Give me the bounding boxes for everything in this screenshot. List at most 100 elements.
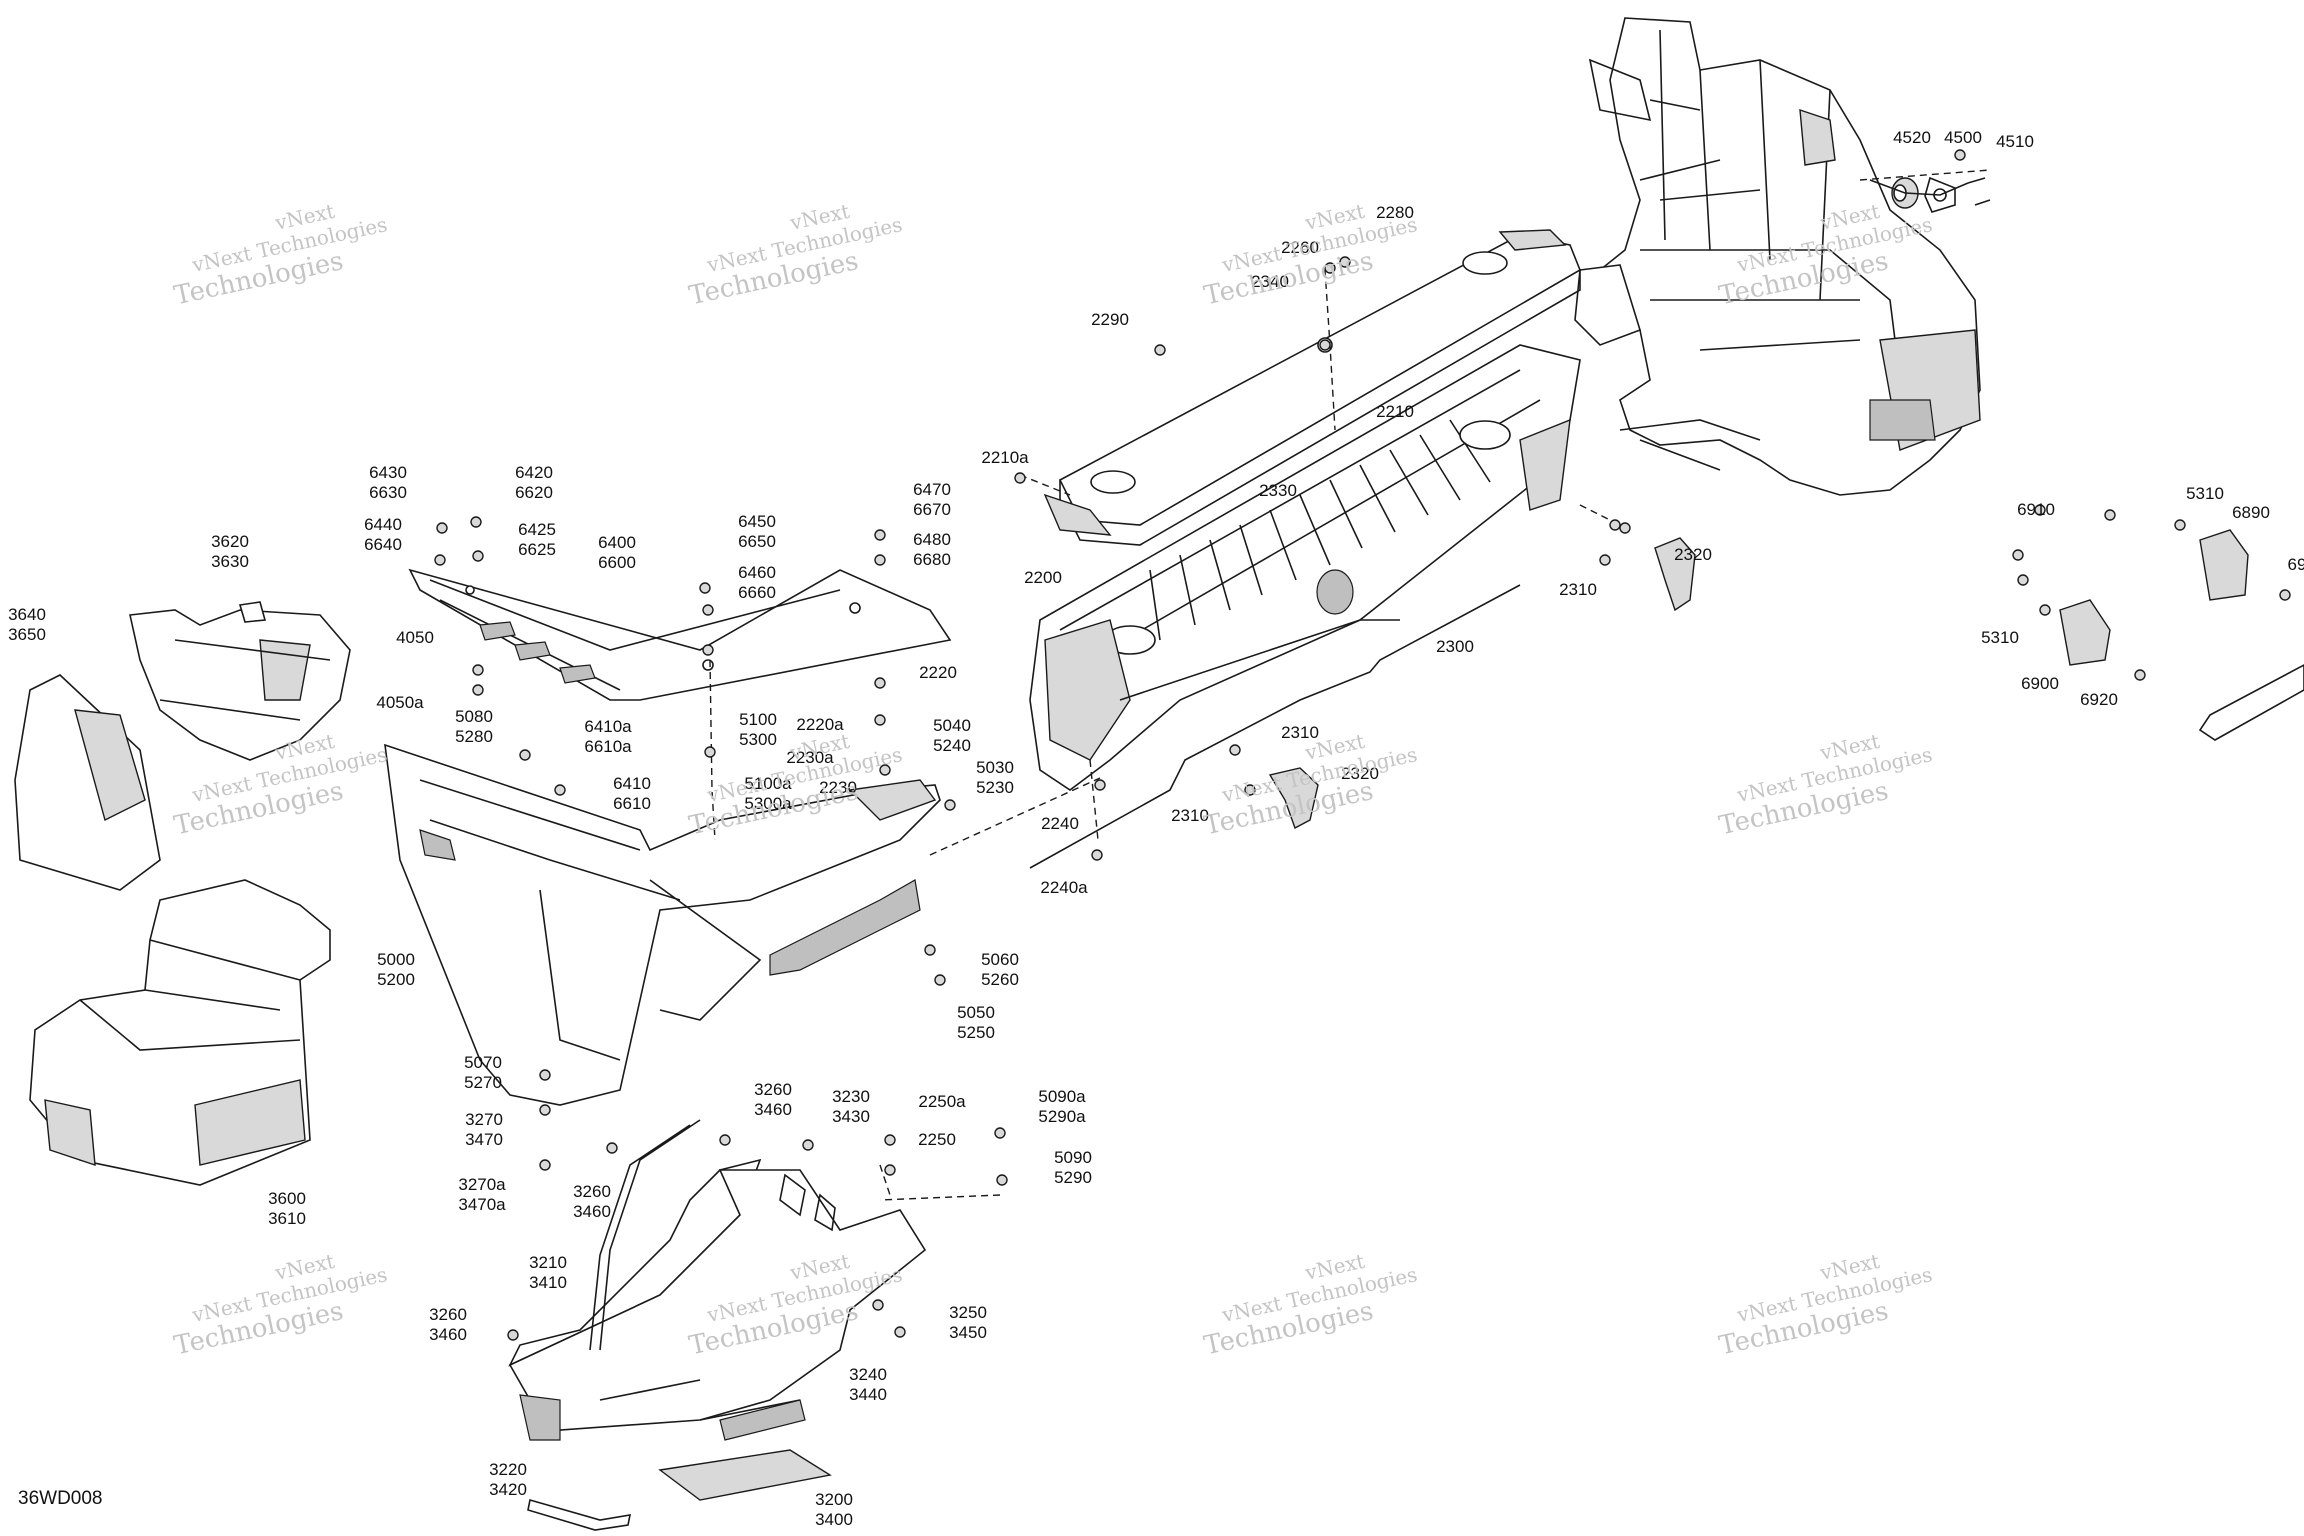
callout-line: 5280 <box>455 727 493 746</box>
fastener <box>1954 149 1966 161</box>
callout-line: 6440 <box>364 515 402 534</box>
callout-line: 3450 <box>949 1323 987 1342</box>
callout-line: 2200 <box>1024 568 1062 587</box>
callout-2200: 2200 <box>1024 568 1062 588</box>
callout-2290: 2290 <box>1091 310 1129 330</box>
callout-line: 3460 <box>754 1100 792 1119</box>
fastener <box>704 746 716 758</box>
fastener <box>2134 669 2146 681</box>
callout-line: 6430 <box>369 463 407 482</box>
callout-line: 3260 <box>429 1305 467 1324</box>
callout-line: 2240 <box>1041 814 1079 833</box>
callout-line: 5040 <box>933 716 971 735</box>
strip-3220 <box>527 1498 632 1531</box>
callout-line: 6890 <box>2232 503 2270 522</box>
callout-2250a: 2250a <box>918 1092 965 1112</box>
callout-line: 5030 <box>976 758 1014 777</box>
top-cover-2280 <box>1043 229 1581 546</box>
callout-line: 5310 <box>2186 484 2224 503</box>
fastener <box>539 1104 551 1116</box>
callout-2300: 2300 <box>1436 637 1474 657</box>
callout-2240a: 2240a <box>1040 878 1087 898</box>
callout-line: 2220a <box>796 715 844 734</box>
callout-line: 2260 <box>1281 238 1319 257</box>
callout-4050: 4050 <box>396 628 434 648</box>
trim-panel-5000 <box>384 743 941 1106</box>
callout-line: 5000 <box>377 950 415 969</box>
callout-line: 5240 <box>933 736 971 755</box>
callout-line: 4520 <box>1893 128 1931 147</box>
fastener <box>2039 604 2051 616</box>
fastener <box>539 1069 551 1081</box>
callout-line: 6660 <box>738 583 776 602</box>
fastener <box>874 677 886 689</box>
callout-line: 3270 <box>465 1110 503 1129</box>
fastener <box>507 1329 519 1341</box>
callout-2340: 2340 <box>1251 272 1289 292</box>
callout-6910: 6910 <box>2017 500 2055 520</box>
fastener <box>879 764 891 776</box>
callout-line: 3220 <box>489 1460 527 1479</box>
callout-4510: 4510 <box>1996 132 2034 152</box>
callout-line: 2220 <box>919 663 957 682</box>
fastener <box>434 554 446 566</box>
fastener <box>802 1139 814 1151</box>
callout-line: 2340 <box>1251 272 1289 291</box>
callout-2320a: 2320 <box>1674 545 1712 565</box>
callout-line: 2250 <box>918 1130 956 1149</box>
fastener <box>994 1127 1006 1139</box>
callout-4050a: 4050a <box>376 693 423 713</box>
rear-frame-assembly <box>1574 17 1981 496</box>
panel-3620 <box>129 601 351 761</box>
callout-line: 3420 <box>489 1480 527 1499</box>
callout-2310c: 2310 <box>1171 806 1209 826</box>
callout-line: 5250 <box>957 1023 995 1042</box>
callout-2210: 2210 <box>1376 402 1414 422</box>
cover-3640 <box>14 674 161 891</box>
fastener <box>894 1326 906 1338</box>
callout-line: 6600 <box>598 553 636 572</box>
fastener <box>2174 519 2186 531</box>
fastener <box>699 582 711 594</box>
fastener <box>944 799 956 811</box>
callout-line: 3650 <box>8 625 46 644</box>
fastener <box>472 664 484 676</box>
vent-parts <box>1869 176 1991 213</box>
callout-line: 4500 <box>1944 128 1982 147</box>
callout-line: 3460 <box>573 1202 611 1221</box>
fastener <box>519 749 531 761</box>
callout-2220: 2220 <box>919 663 957 683</box>
callout-line: 2300 <box>1436 637 1474 656</box>
fastener <box>996 1174 1008 1186</box>
callout-line: 5290a <box>1038 1107 1086 1126</box>
callout-line: 2240a <box>1040 878 1088 897</box>
callout-line: 3260 <box>573 1182 611 1201</box>
callout-2280: 2280 <box>1376 203 1414 223</box>
callout-line: 5080 <box>455 707 493 726</box>
callout-line: 6650 <box>738 532 776 551</box>
callout-line: 6920 <box>2080 690 2118 709</box>
clips-2320 <box>1268 537 1696 829</box>
rod-2300 <box>1029 584 1521 869</box>
callout-line: 3230 <box>832 1087 870 1106</box>
callout-line: 5200 <box>377 970 415 989</box>
callout-line: 3400 <box>815 1510 853 1529</box>
fastener <box>884 1134 896 1146</box>
callout-2320b: 2320 <box>1341 764 1379 784</box>
callout-line: 2230 <box>819 778 857 797</box>
callout-4520: 4520 <box>1893 128 1931 148</box>
callout-line: 69 <box>2287 555 2304 574</box>
callout-line: 3630 <box>211 552 249 571</box>
callout-line: 6670 <box>913 500 951 519</box>
callout-line: 3600 <box>268 1189 306 1208</box>
callout-line: 5090 <box>1054 1148 1092 1167</box>
callout-line: 5100 <box>739 710 777 729</box>
callout-4500: 4500 <box>1944 128 1982 148</box>
callout-line: 3430 <box>832 1107 870 1126</box>
callout-2260: 2260 <box>1281 238 1319 258</box>
